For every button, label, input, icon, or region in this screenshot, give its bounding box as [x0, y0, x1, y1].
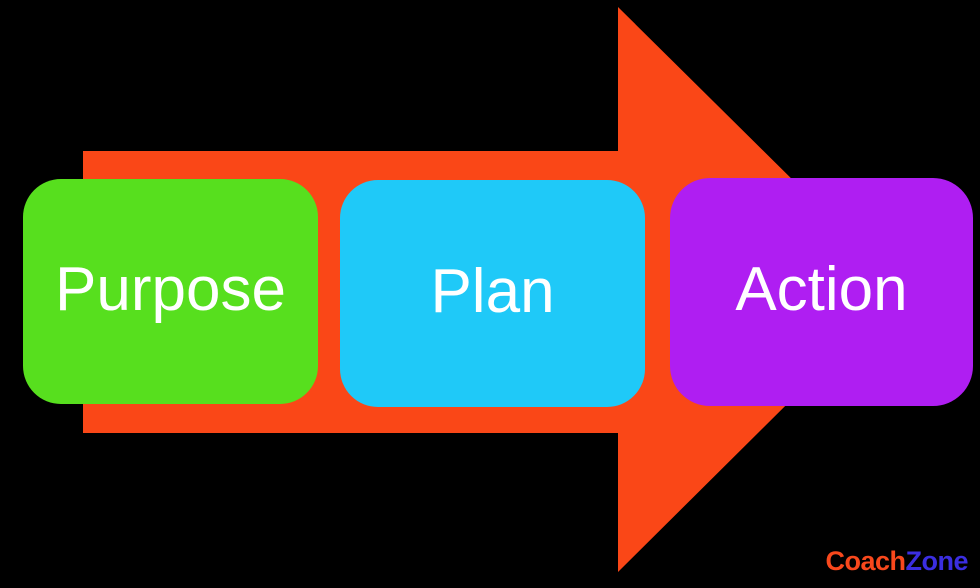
step-box-plan: Plan — [340, 180, 645, 407]
step-box-purpose: Purpose — [23, 179, 318, 404]
step-label-action: Action — [735, 255, 908, 324]
coachzone-logo: CoachZone — [825, 548, 968, 575]
step-box-action: Action — [670, 178, 973, 406]
logo-text-coach: Coach — [825, 546, 906, 576]
logo-text-zone: Zone — [905, 546, 969, 576]
step-label-plan: Plan — [430, 256, 555, 326]
step-label-purpose: Purpose — [55, 254, 286, 324]
